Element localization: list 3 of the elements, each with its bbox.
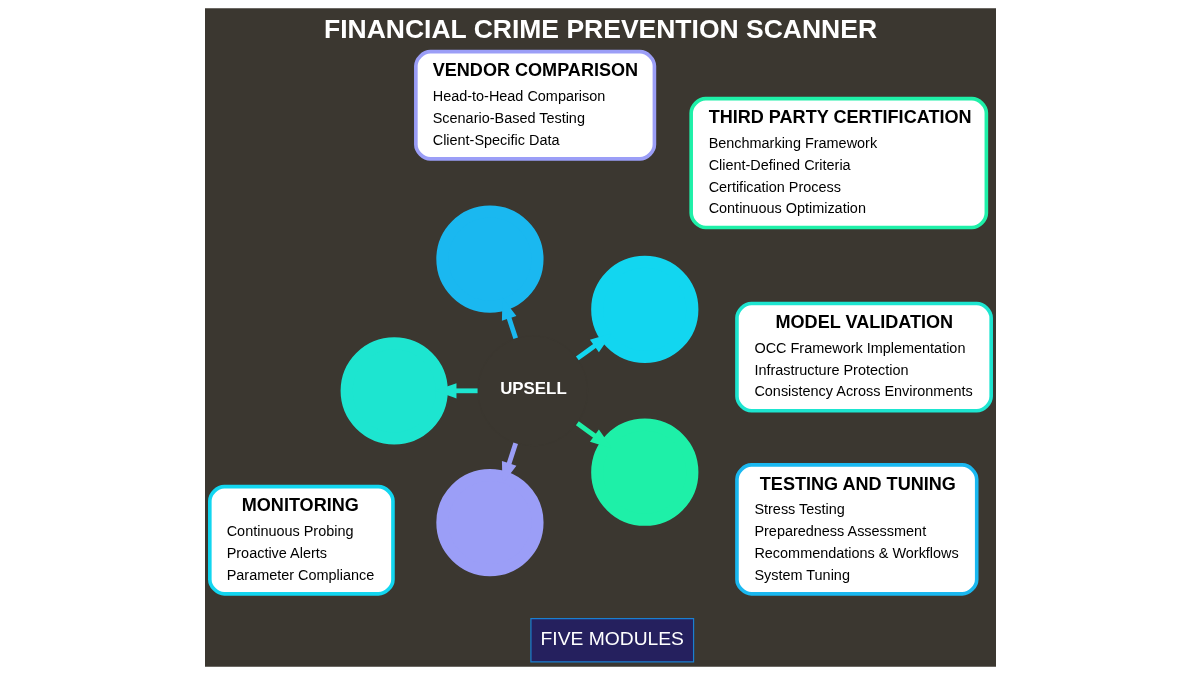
diagram-title: FINANCIAL CRIME PREVENTION SCANNER: [323, 13, 877, 44]
node-text: UPSELL: [499, 379, 567, 399]
label: FIVE MODULES: [540, 627, 684, 649]
